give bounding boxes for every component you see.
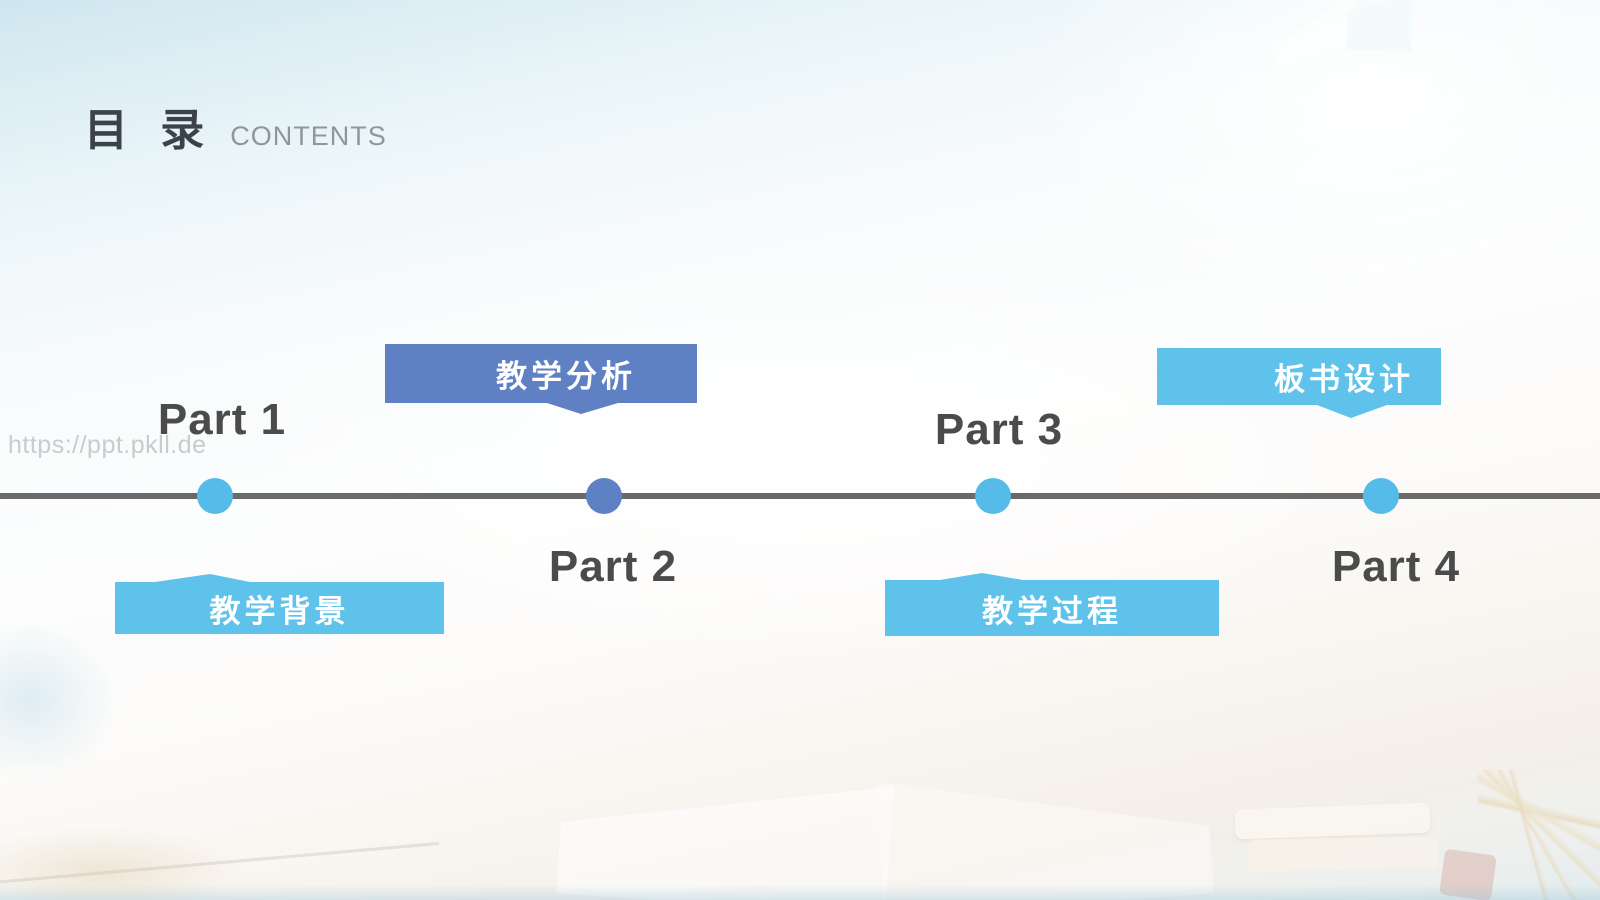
page-title: 目 录 CONTENTS: [84, 94, 387, 158]
page-title-en: CONTENTS: [230, 121, 387, 151]
open-book-graphic: [876, 759, 1215, 900]
timeline-node-part-1: [197, 478, 233, 514]
timeline-node-part-2: [586, 478, 622, 514]
toc-item-part-3-topic: 教学过程: [982, 593, 1122, 629]
timeline-node-part-4: [1363, 478, 1399, 514]
table-edge-graphic: [0, 841, 440, 886]
stacked-books-graphic: [1247, 836, 1439, 872]
part-2-label[interactable]: Part 2: [548, 542, 678, 591]
red-book-graphic: [1439, 848, 1497, 900]
page-title-zh: 目 录: [84, 106, 215, 155]
part-4-label[interactable]: Part 4: [1331, 542, 1461, 591]
fanned-pages-graphic: [1478, 770, 1600, 900]
stacked-books-graphic: [1234, 802, 1431, 840]
sky-glow-graphic: [1020, 0, 1600, 340]
watermark: https://ppt.pkll.de: [8, 431, 207, 459]
timeline-node-part-3: [975, 478, 1011, 514]
bottom-strip-graphic: [0, 884, 1600, 900]
paper-sheet-graphic: [1272, 73, 1487, 207]
toc-item-part-1-topic: 教学背景: [209, 593, 350, 629]
toc-item-part-4-topic: 板书设计: [1274, 362, 1414, 397]
open-book-graphic: [556, 764, 894, 900]
part-3-label[interactable]: Part 3: [934, 405, 1064, 454]
blue-smudge-graphic: [0, 620, 120, 780]
flying-book-icon: [1262, 0, 1369, 72]
toc-item-part-3-banner[interactable]: 教学过程: [885, 573, 1219, 636]
toc-item-part-4-banner[interactable]: 板书设计: [1157, 348, 1441, 418]
timeline-line: [0, 493, 1600, 499]
toc-item-part-2-topic: 教学分析: [496, 359, 636, 394]
part-1-label[interactable]: Part 1: [157, 395, 287, 444]
table-books-graphic: [0, 826, 240, 900]
toc-item-part-2-banner[interactable]: 教学分析: [385, 344, 697, 414]
toc-item-part-1-banner[interactable]: 教学背景: [115, 574, 444, 634]
flying-book-icon: [1340, 0, 1419, 61]
